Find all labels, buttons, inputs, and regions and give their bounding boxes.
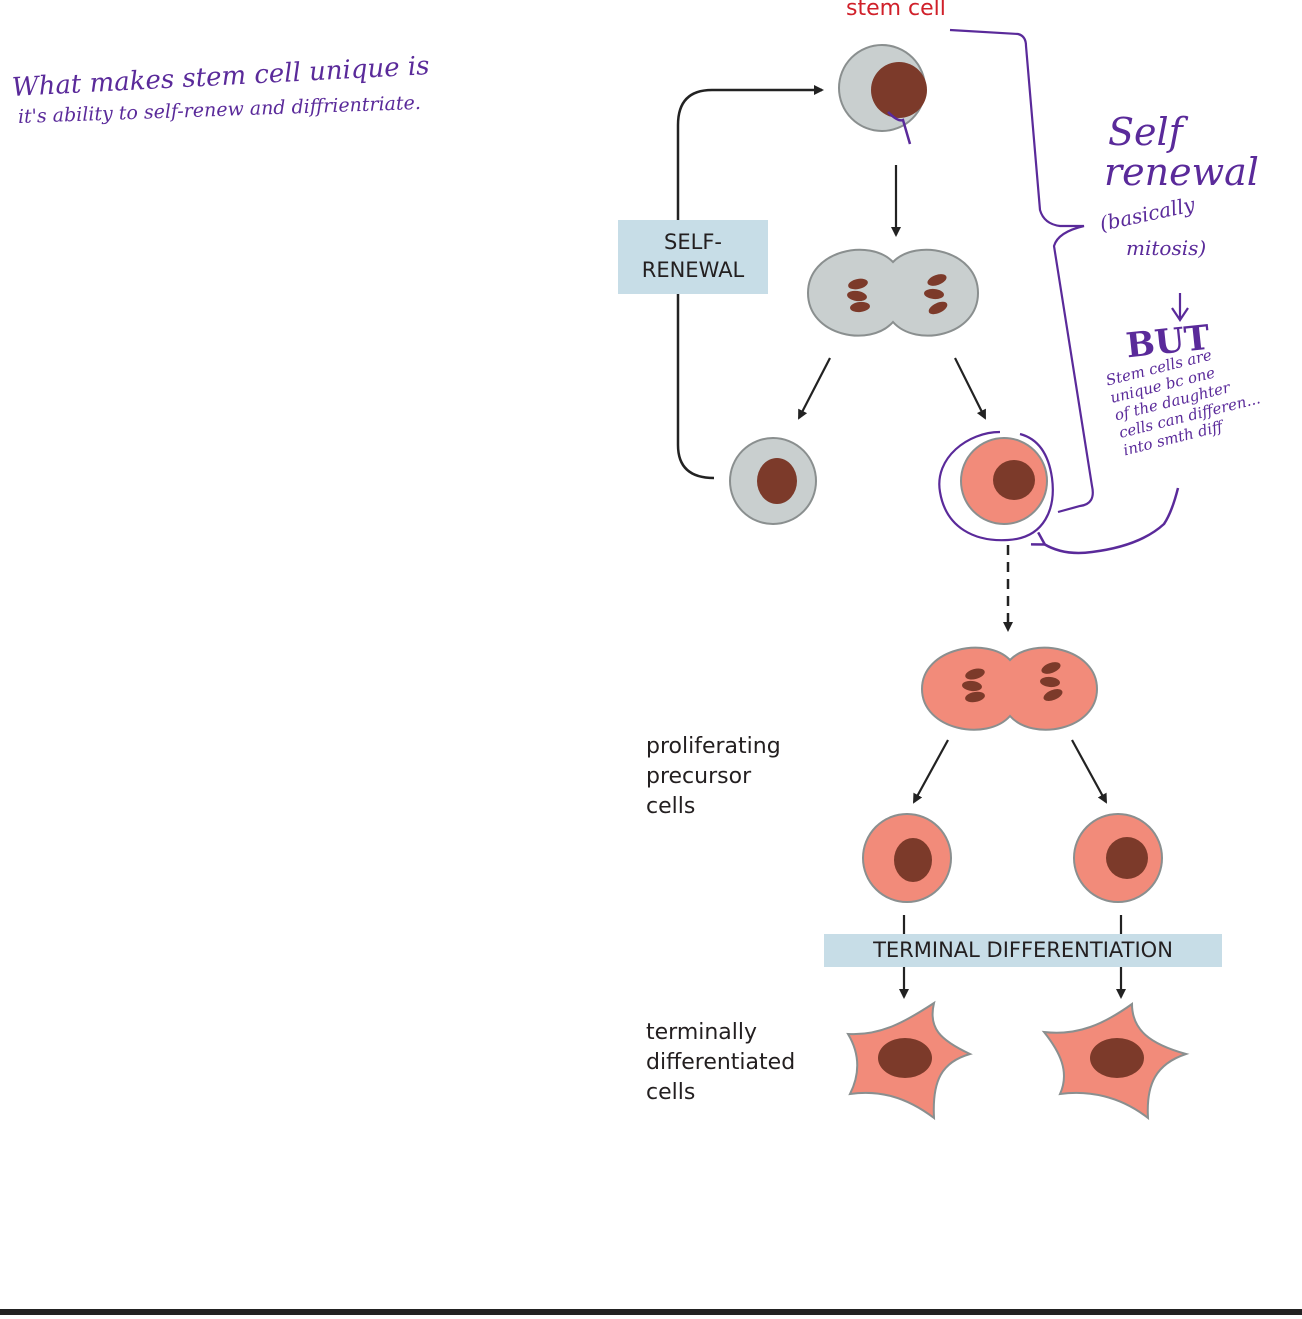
daughter-precursor-cell [938,430,1054,542]
self-renewal-box: SELF- RENEWAL [618,220,768,294]
self-renewal-note-line-2: renewal [1104,150,1259,194]
precursor-cell-right [1073,813,1163,903]
precursor-cell-left [862,813,952,903]
terminal-label-line-3: cells [646,1080,696,1105]
handwritten-pointer-arrow [1044,487,1180,555]
terminally-differentiated-label: terminally differentiated cells [646,1018,795,1108]
self-renewal-note: Self renewal [1104,112,1259,192]
arrow-to-daughter-left [798,357,831,420]
dividing-gray-cell [806,248,980,337]
handwritten-down-arrow [1171,293,1189,322]
terminal-label-line-2: differentiated [646,1050,796,1075]
top-handwritten-note: What makes stem cell unique is it's abil… [11,51,430,130]
self-renewal-box-line-2: RENEWAL [641,258,745,282]
differentiated-cell-right [1041,1002,1190,1121]
stem-cell-label: stem cell [846,0,946,21]
handwritten-bracket [949,28,1094,514]
mitosis-note-line-2: mitosis) [1126,236,1207,260]
arrow-to-precursor-left [913,739,949,804]
differentiated-cell-left [846,1000,973,1121]
dividing-salmon-cell [920,646,1099,731]
proliferating-label-line-1: proliferating [646,734,781,759]
stem-cell [838,44,927,145]
self-renewal-loop-arrow [676,85,824,480]
terminal-label-line-1: terminally [646,1020,758,1045]
proliferating-label: proliferating precursor cells [646,732,781,822]
arrow-to-daughter-right [954,357,986,420]
proliferating-label-line-2: precursor [646,764,752,789]
bottom-border [0,1309,1302,1315]
terminal-differentiation-box: TERMINAL DIFFERENTIATION [824,934,1222,967]
daughter-stem-cell [729,437,817,525]
mitosis-note: (basically mitosis) [1098,192,1207,260]
arrow-to-precursor-right [1071,739,1107,804]
proliferating-label-line-3: cells [646,794,696,819]
self-renewal-note-line-1: Self [1108,110,1183,154]
self-renewal-box-line-1: SELF- [664,230,722,254]
